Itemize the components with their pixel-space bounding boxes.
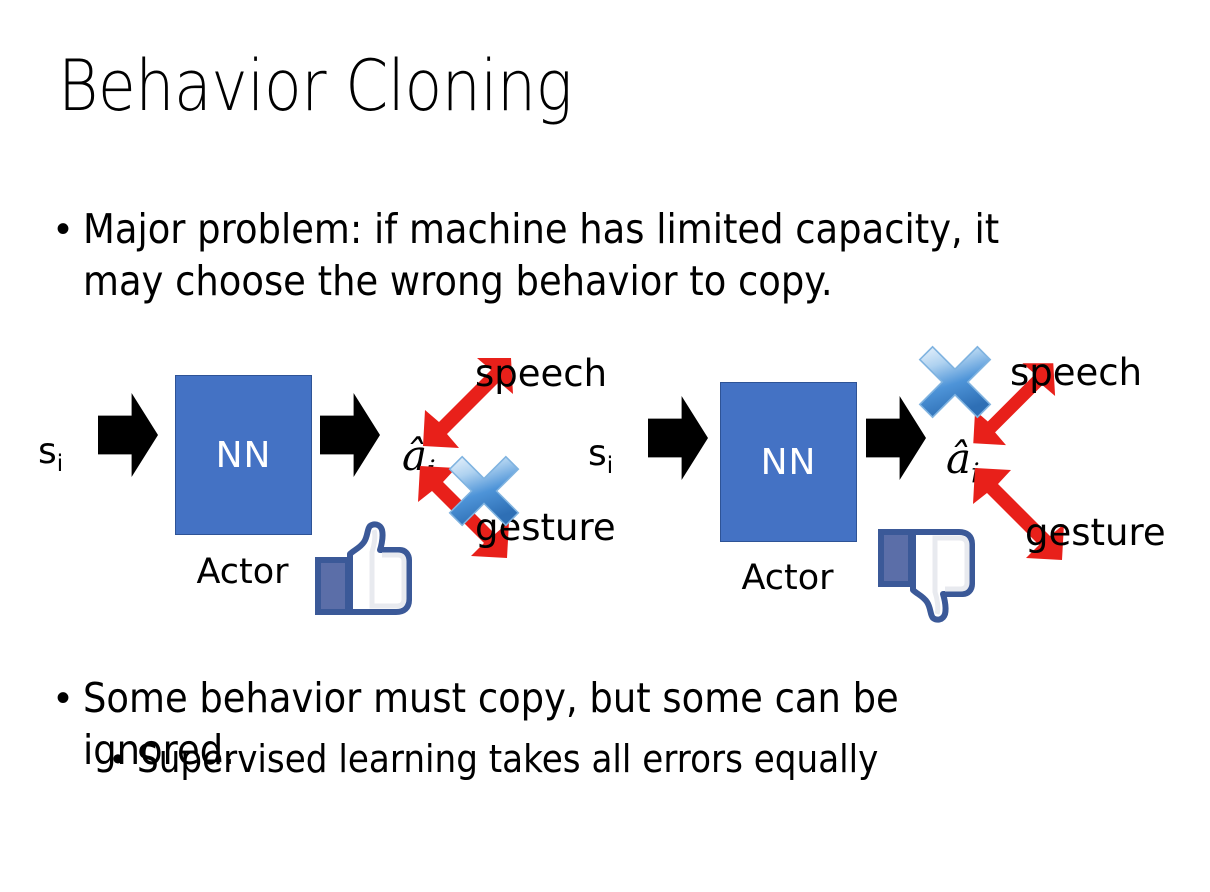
bullet-marker-icon: • bbox=[56, 207, 71, 251]
branch-arrow-speech-left-icon bbox=[415, 350, 525, 460]
bullet-item-copy: • Some behavior must copy, but some can … bbox=[56, 672, 1166, 776]
diagram-correct-case: si NN Actor âi speech bbox=[20, 340, 620, 630]
bullet-item-supervised: • Supervised learning takes all errors e… bbox=[112, 734, 1162, 784]
branch-label-speech-right: speech bbox=[1010, 351, 1143, 394]
bullet-text-problem: Major problem: if machine has limited ca… bbox=[83, 205, 1000, 305]
bullet-marker-icon: • bbox=[56, 676, 71, 720]
thumbs-down-icon bbox=[875, 522, 983, 628]
nn-box-label-left: NN bbox=[215, 434, 272, 476]
branch-arrow-gesture-right-icon bbox=[965, 462, 1075, 567]
branch-label-speech-left: speech bbox=[475, 352, 608, 395]
page-title: Behavior Cloning bbox=[58, 45, 573, 127]
bullet-marker-icon: • bbox=[112, 740, 124, 778]
input-state-label-left: si bbox=[38, 431, 64, 478]
branch-arrow-speech-right-icon bbox=[962, 356, 1070, 456]
actor-caption-left: Actor bbox=[196, 552, 289, 592]
input-state-label-right: si bbox=[588, 433, 614, 480]
bullet-text-supervised: Supervised learning takes all errors equ… bbox=[136, 737, 879, 781]
diagram-wrong-case: si NN Actor âi speech bbox=[570, 340, 1190, 630]
nn-box-label-right: NN bbox=[760, 441, 817, 483]
arrow-input-right-icon bbox=[648, 396, 708, 480]
cross-mark-speech-right-icon bbox=[915, 342, 995, 422]
arrow-output-left-icon bbox=[320, 393, 380, 477]
cross-mark-gesture-left-icon bbox=[445, 452, 523, 530]
branch-label-gesture-right: gesture bbox=[1025, 511, 1166, 554]
bullet-item-problem: • Major problem: if machine has limited … bbox=[56, 203, 1126, 307]
arrow-input-left-icon bbox=[98, 393, 158, 477]
thumbs-up-icon bbox=[312, 520, 420, 618]
nn-box-right: NN bbox=[720, 382, 857, 542]
actor-caption-right: Actor bbox=[741, 558, 834, 598]
bullet-text-copy: Some behavior must copy, but some can be… bbox=[83, 674, 899, 774]
nn-box-left: NN bbox=[175, 375, 312, 535]
